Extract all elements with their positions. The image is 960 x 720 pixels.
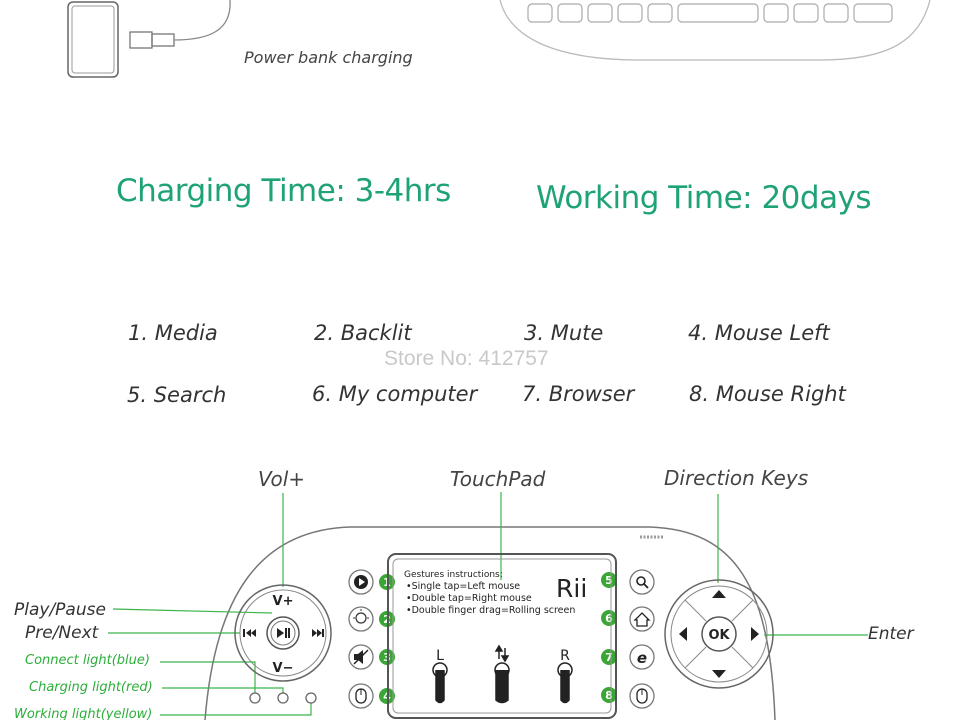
mouse-right-icon <box>636 688 648 704</box>
scroll-arrows-icon <box>494 644 510 663</box>
usb-cable-icon <box>129 0 231 49</box>
connect-light-label: Connect light(blue) <box>25 653 150 668</box>
direction-pad <box>664 579 774 689</box>
vol-plus-label: Vol+ <box>258 467 306 491</box>
function-item: 6. My computer <box>312 382 478 406</box>
svg-text:e: e <box>637 649 647 667</box>
previous-track-icon <box>243 629 256 637</box>
gesture-line: •Single tap=Left mouse <box>406 581 520 592</box>
keyboard-outline <box>499 0 931 61</box>
arrow-up-icon <box>712 590 726 598</box>
badge-number: 6 <box>605 612 613 625</box>
gesture-line: •Double tap=Right mouse <box>406 593 532 604</box>
touch-right-label: R <box>560 648 570 664</box>
brand-logo-text: Rii <box>556 574 587 603</box>
enter-label: Enter <box>868 624 914 644</box>
browser-icon: e <box>637 649 647 667</box>
function-item: 3. Mute <box>524 321 604 345</box>
touch-left-label: L <box>436 648 444 664</box>
volume-dpad <box>234 584 332 682</box>
function-item: 1. Media <box>128 321 218 345</box>
badge-number: 8 <box>605 689 613 702</box>
play-pause-label: Play/Pause <box>14 600 106 620</box>
working-light-led <box>305 692 317 704</box>
working-time: Working Time: 20days <box>536 180 872 216</box>
mouse-left-icon <box>355 688 367 704</box>
working-light-label: Working light(yellow) <box>14 707 153 720</box>
right-function-buttons <box>629 569 655 709</box>
media-icon <box>354 575 368 589</box>
top-illustration <box>67 0 931 78</box>
mute-icon <box>353 649 369 665</box>
vol-up-text: V+ <box>273 594 294 609</box>
gesture-line: •Double finger drag=Rolling screen <box>406 605 575 616</box>
remote-diagram: V+ V− 1 2 3 4 5 6 7 8 Rii Gesture <box>108 492 868 720</box>
touchpad-label: TouchPad <box>450 467 546 491</box>
ok-button-text: OK <box>708 628 730 643</box>
function-item: 7. Browser <box>522 382 635 406</box>
next-track-icon <box>312 629 324 637</box>
two-finger-drag-icon <box>494 662 510 704</box>
store-watermark: Store No: 412757 <box>384 347 549 370</box>
arrow-right-icon <box>751 627 759 641</box>
power-bank-caption: Power bank charging <box>244 48 413 67</box>
gestures-title: Gestures instructions: <box>404 570 503 580</box>
finger-double-tap-icon <box>557 662 573 704</box>
function-item: 2. Backlit <box>314 321 412 345</box>
finger-tap-icon <box>432 662 448 704</box>
function-item: 5. Search <box>127 383 227 407</box>
play-pause-icon <box>277 628 290 638</box>
touchpad-frame <box>387 553 617 719</box>
charging-time: Charging Time: 3-4hrs <box>116 173 451 209</box>
backlight-icon <box>353 609 369 624</box>
badge-number: 7 <box>605 651 613 664</box>
pre-next-label: Pre/Next <box>25 623 99 643</box>
charging-light-label: Charging light(red) <box>29 680 153 695</box>
badge-number: 5 <box>605 574 613 587</box>
connect-light-led <box>249 692 261 704</box>
function-item: 4. Mouse Left <box>688 321 830 345</box>
power-bank-icon <box>67 1 119 78</box>
search-icon <box>636 576 649 589</box>
home-icon <box>633 612 651 627</box>
arrow-left-icon <box>679 627 687 641</box>
left-function-buttons <box>348 569 374 709</box>
direction-keys-label: Direction Keys <box>664 466 809 490</box>
arrow-down-icon <box>712 670 726 678</box>
vol-down-text: V− <box>273 661 294 676</box>
charging-light-led <box>277 692 289 704</box>
remote-body-outline <box>204 526 776 720</box>
function-item: 8. Mouse Right <box>689 382 846 406</box>
